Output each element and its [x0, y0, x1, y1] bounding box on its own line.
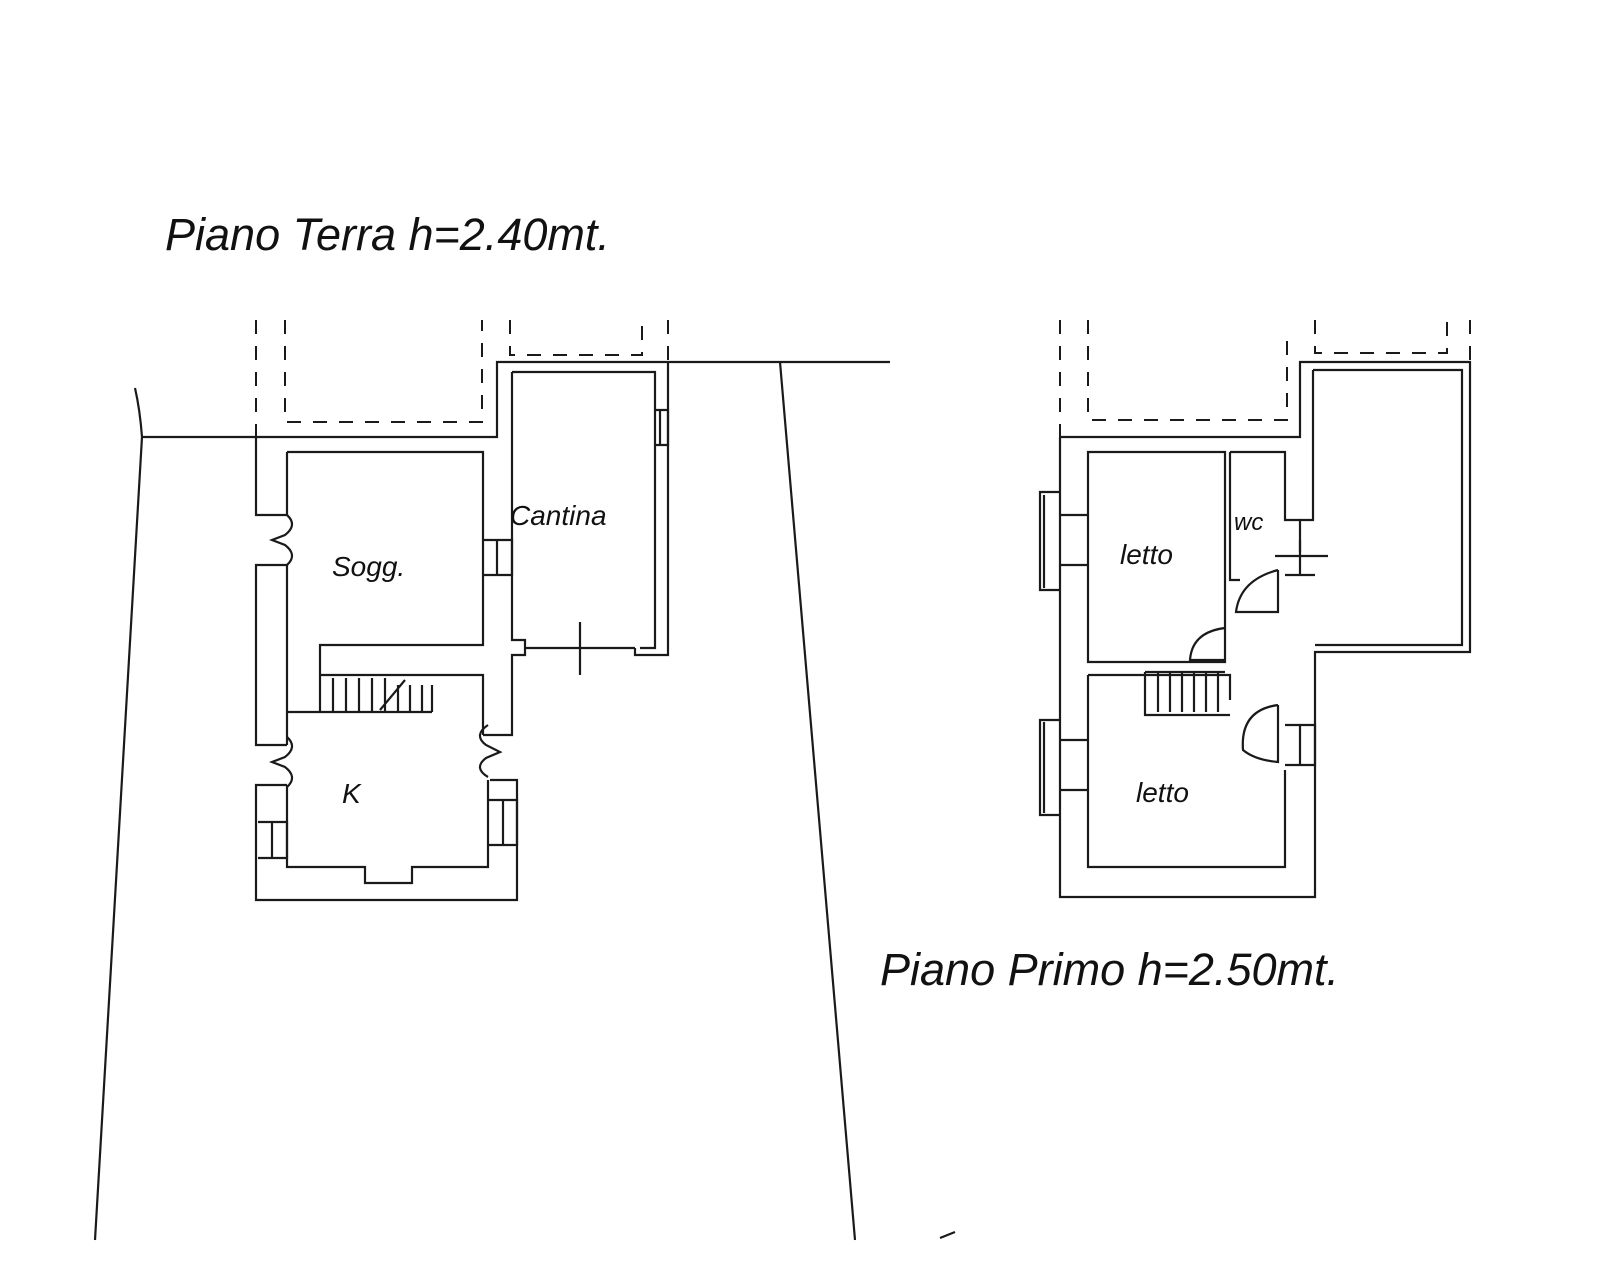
ground-floor-doors [268, 514, 503, 788]
first-floor-stairs [1143, 670, 1230, 717]
first-floor-doors [1188, 568, 1280, 764]
ground-floor-walls [254, 362, 670, 902]
ground-floor-plan [254, 320, 670, 902]
first-floor-dashed-outline [1059, 320, 1471, 437]
first-floor-walls [1038, 360, 1472, 899]
room-label-soggiorno: Sogg. [332, 551, 405, 582]
room-label-cantina: Cantina [510, 500, 607, 531]
room-label-wc: wc [1234, 509, 1263, 536]
ground-floor-stairs [318, 675, 434, 712]
room-label-kitchen: K [342, 778, 362, 809]
ground-floor-title: Piano Terra h=2.40mt. [165, 209, 610, 260]
room-label-letto-1: letto [1120, 539, 1173, 570]
first-floor-title: Piano Primo h=2.50mt. [880, 944, 1339, 995]
first-floor-plan [1038, 320, 1472, 899]
ground-floor-dashed-outline [255, 320, 669, 437]
room-label-letto-2: letto [1136, 777, 1189, 808]
site-boundary-lines [93, 360, 956, 1241]
